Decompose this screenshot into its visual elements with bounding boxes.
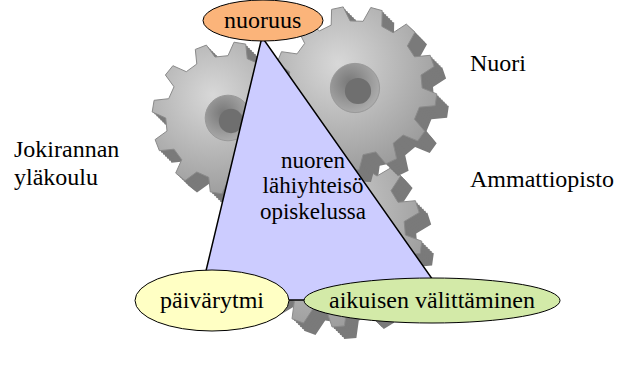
node-text: päivärytmi (160, 287, 264, 313)
node-text: aikuisen välittäminen (329, 287, 535, 313)
node-text: nuoruus (224, 7, 301, 33)
gear-label: Ammattiopisto (470, 166, 614, 194)
theme-ellipse: päivärytmi (134, 269, 290, 332)
community-triangle: nuoren lähiyhteisö opiskelussa (198, 36, 448, 302)
gear-label: Jokirannan yläkoulu (14, 136, 134, 191)
node-text: nuoren lähiyhteisö opiskelussa (248, 148, 378, 224)
theme-ellipse: aikuisen välittäminen (303, 277, 561, 324)
gear-label: Nuori (470, 50, 526, 78)
theme-ellipse: nuoruus (202, 0, 324, 42)
